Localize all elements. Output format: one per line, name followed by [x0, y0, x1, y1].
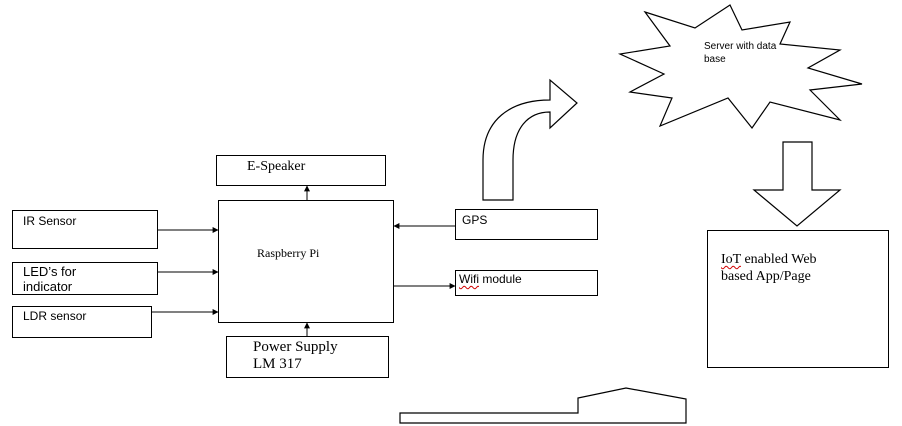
led-indicator-block: LED’s for indicator: [12, 262, 158, 295]
ldr-sensor-label: LDR sensor: [23, 309, 87, 323]
bottom-up-arrow: [399, 387, 687, 424]
gps-label: GPS: [462, 213, 488, 227]
server-to-app-arrow: [752, 141, 842, 227]
wifi-rest: module: [479, 272, 522, 286]
ir-sensor-block: IR Sensor: [12, 210, 158, 249]
power-supply-label-line1: Power Supply: [253, 339, 338, 355]
iot-app-block: IoT enabled Web based App/Page: [707, 230, 889, 368]
raspberry-pi-label: Raspberry Pi: [257, 246, 320, 260]
uplink-curved-arrow: [482, 78, 578, 201]
raspberry-pi-block: Raspberry Pi: [218, 200, 394, 323]
server-label-line2: base: [704, 54, 726, 65]
e-speaker-block: E-Speaker: [216, 155, 386, 186]
iot-word: IoT: [721, 252, 741, 267]
power-supply-label-line2: LM 317: [253, 356, 302, 372]
led-indicator-label-line1: LED’s for: [23, 264, 77, 279]
wifi-word: Wifi: [459, 272, 479, 286]
iot-app-label-line2: based App/Page: [721, 269, 811, 284]
iot-app-label-line1: IoT enabled Web: [721, 252, 817, 268]
ir-sensor-label: IR Sensor: [23, 214, 77, 228]
server-starburst-shape: [617, 4, 863, 130]
e-speaker-label: E-Speaker: [247, 159, 306, 174]
wifi-module-label: Wifi module: [459, 272, 522, 286]
server-label-line1: Server with data: [704, 41, 777, 52]
gps-block: GPS: [455, 209, 598, 240]
wifi-module-block: Wifi module: [455, 270, 598, 296]
ldr-sensor-block: LDR sensor: [12, 306, 152, 338]
led-indicator-label-line2: indicator: [23, 279, 73, 294]
iot-rest: enabled Web: [740, 252, 817, 267]
power-supply-block: Power Supply LM 317: [226, 336, 389, 378]
